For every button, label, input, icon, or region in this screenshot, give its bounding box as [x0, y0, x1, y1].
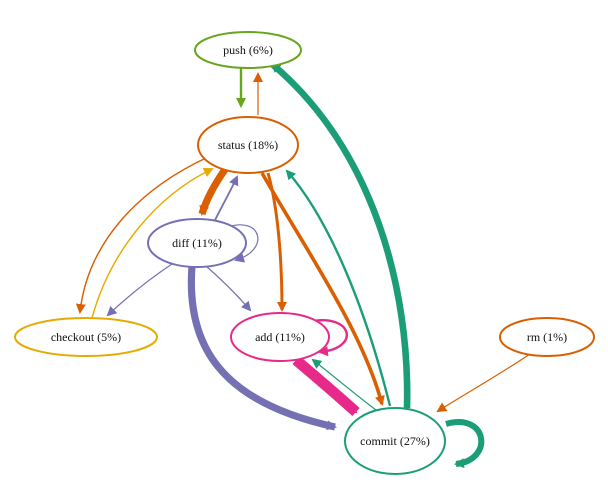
node-add-label: add (11%) [255, 330, 305, 344]
node-push[interactable]: push (6%) [194, 31, 302, 69]
node-status-label: status (18%) [218, 138, 278, 152]
edge-commit-to-add [311, 358, 377, 411]
edge-diff-to-commit [187, 265, 337, 431]
node-status[interactable]: status (18%) [197, 116, 299, 174]
node-checkout-label: checkout (5%) [51, 330, 121, 344]
edge-diff-self-loop [227, 224, 259, 263]
edge-checkout-to-status [91, 167, 214, 319]
edge-status-to-checkout [75, 157, 207, 314]
edge-add-self-loop [307, 319, 348, 357]
edge-diff-to-add [205, 265, 252, 312]
edge-commit-to-push [269, 61, 411, 409]
edge-status-to-commit [260, 172, 385, 406]
node-diff[interactable]: diff (11%) [147, 218, 247, 268]
edge-status-to-diff [198, 165, 229, 216]
node-push-label: push (6%) [223, 43, 273, 57]
edge-commit-self-loop [445, 419, 485, 469]
edges-layer [75, 61, 531, 469]
node-rm[interactable]: rm (1%) [499, 317, 595, 357]
edge-diff-to-status [213, 175, 239, 223]
node-rm-label: rm (1%) [527, 330, 567, 344]
node-add[interactable]: add (11%) [230, 312, 330, 362]
node-commit-label: commit (27%) [360, 434, 430, 448]
edge-rm-to-commit [436, 353, 531, 413]
node-checkout[interactable]: checkout (5%) [14, 317, 158, 357]
edge-commit-to-status [285, 169, 392, 407]
edge-add-to-commit [292, 355, 360, 417]
node-commit[interactable]: commit (27%) [344, 407, 446, 475]
nodes-layer: push (6%) status (18%) diff (11%) checko… [14, 31, 595, 475]
node-diff-label: diff (11%) [172, 236, 222, 250]
edge-diff-to-checkout [106, 263, 173, 317]
